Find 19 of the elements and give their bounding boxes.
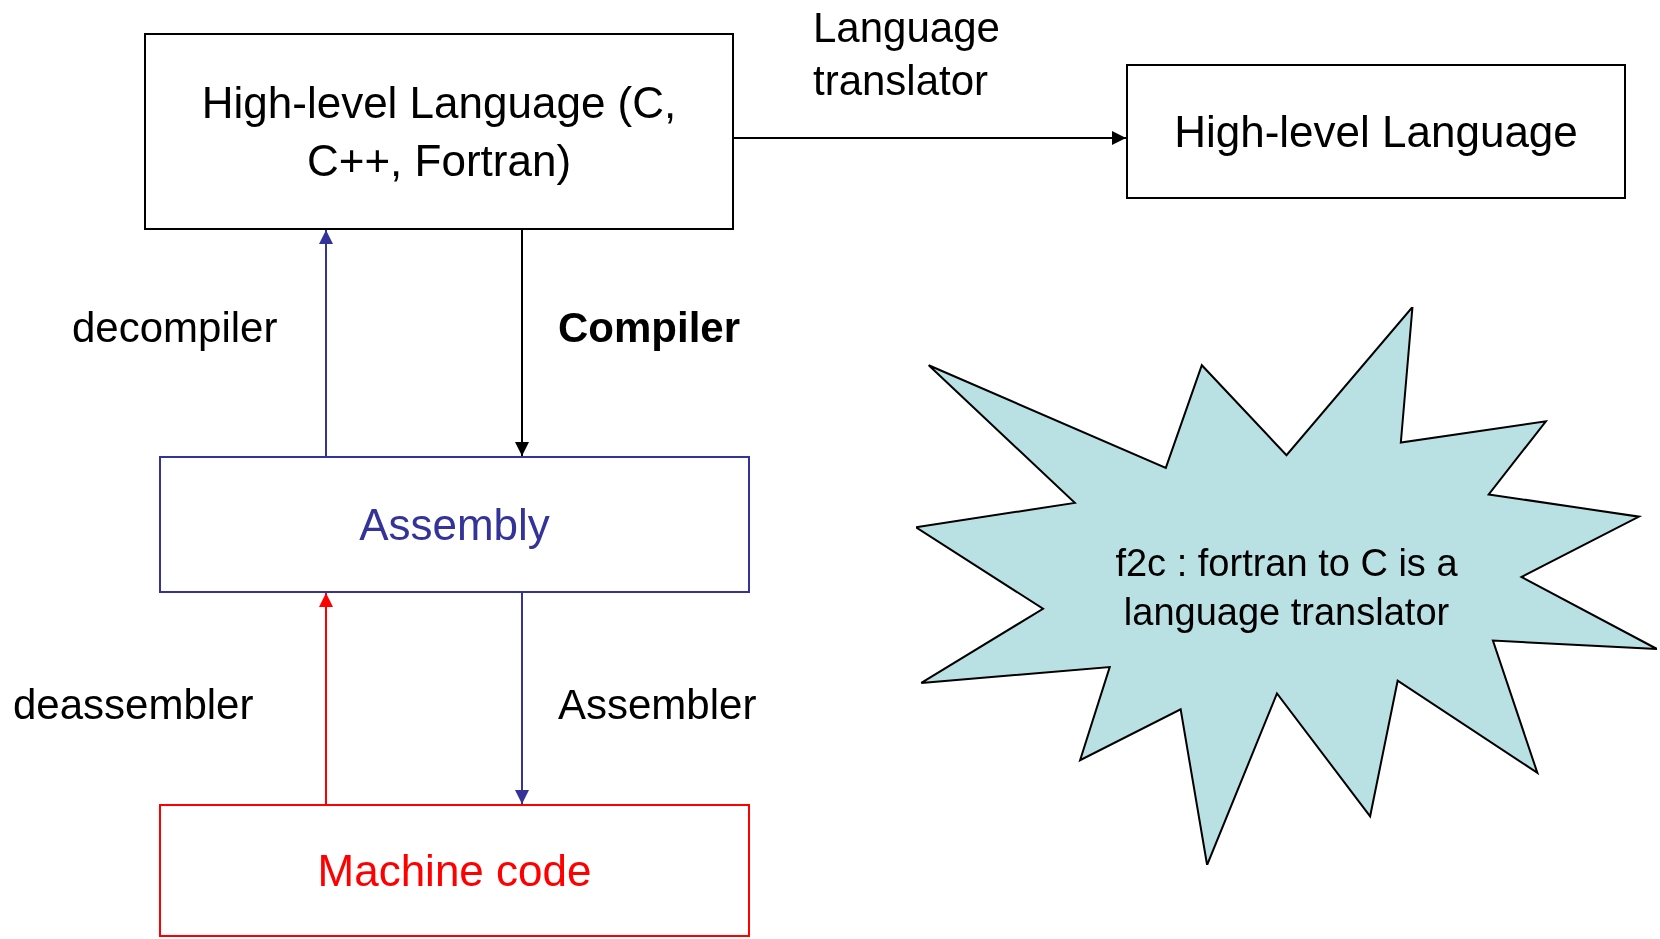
arrow — [515, 229, 529, 457]
arrow — [733, 131, 1127, 145]
process-box — [159, 456, 750, 593]
edge-label: deassembler — [13, 680, 255, 730]
process-box — [1126, 64, 1626, 199]
arrow — [319, 592, 333, 805]
node-label: f2c : fortran to C is a language translator — [1114, 540, 1459, 635]
edge-label: Compiler — [558, 303, 742, 353]
edge-label: Assembler — [558, 680, 758, 730]
arrow — [515, 592, 529, 805]
edge-label: Language translator — [813, 3, 1001, 106]
arrow — [319, 229, 333, 457]
process-box — [159, 804, 750, 937]
edge-label: decompiler — [72, 303, 279, 353]
node-label: High-level Language (C, C++, Fortran) — [200, 77, 678, 187]
node-label: Machine code — [316, 844, 593, 897]
node-label: High-level Language — [1173, 105, 1579, 158]
node-label: Assembly — [358, 498, 551, 551]
process-box — [144, 33, 734, 230]
